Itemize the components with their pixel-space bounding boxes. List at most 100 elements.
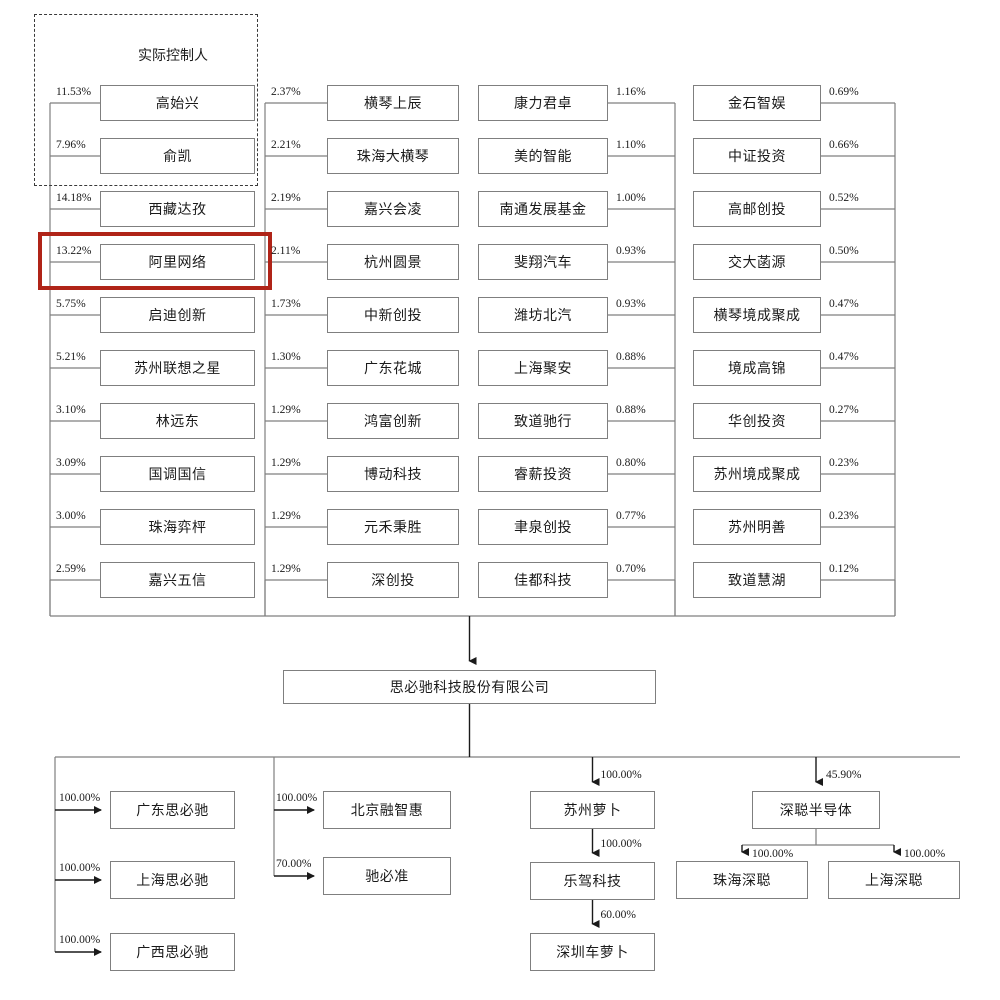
shareholder-3-1-percent: 1.16% xyxy=(616,86,646,98)
shareholder-1-1-percent: 11.53% xyxy=(56,86,92,98)
shareholder-2-3-percent: 2.19% xyxy=(271,192,301,204)
shareholder-1-5-box: 启迪创新 xyxy=(100,297,255,333)
subsidiary-c-3-percent: 60.00% xyxy=(600,909,636,921)
shareholder-3-8-percent: 0.80% xyxy=(616,457,646,469)
shareholder-1-8-percent: 3.09% xyxy=(56,457,86,469)
shareholder-4-10-box: 致道慧湖 xyxy=(693,562,821,598)
shareholder-4-6-box: 境成高锦 xyxy=(693,350,821,386)
shareholder-1-9-percent: 3.00% xyxy=(56,510,86,522)
shareholder-4-9-percent: 0.23% xyxy=(829,510,859,522)
subsidiary-a-1-percent: 100.00% xyxy=(59,792,101,804)
actual-controller-group-label: 实际控制人 xyxy=(138,48,208,64)
shareholder-3-1-box: 康力君卓 xyxy=(478,85,608,121)
shareholder-2-2-percent: 2.21% xyxy=(271,139,301,151)
shareholder-3-7-percent: 0.88% xyxy=(616,404,646,416)
subsidiary-a-1-box: 广东思必驰 xyxy=(110,791,235,829)
subsidiary-b-1-box: 北京融智惠 xyxy=(323,791,451,829)
shareholder-1-10-box: 嘉兴五信 xyxy=(100,562,255,598)
subsidiary-c-2-percent: 100.00% xyxy=(600,838,642,850)
shareholder-4-6-percent: 0.47% xyxy=(829,351,859,363)
shareholder-1-9-box: 珠海弈枰 xyxy=(100,509,255,545)
shareholder-3-8-box: 睿薪投资 xyxy=(478,456,608,492)
actual-controller-group-box xyxy=(34,14,258,186)
shareholder-2-5-box: 中新创投 xyxy=(327,297,459,333)
subsidiary-c-1-percent: 100.00% xyxy=(600,769,642,781)
shareholder-3-6-percent: 0.88% xyxy=(616,351,646,363)
subsidiary-d-child-1-percent: 100.00% xyxy=(752,848,794,860)
shareholder-4-10-percent: 0.12% xyxy=(829,563,859,575)
shareholder-2-8-box: 博动科技 xyxy=(327,456,459,492)
subsidiary-a-2-box: 上海思必驰 xyxy=(110,861,235,899)
shareholder-1-2-percent: 7.96% xyxy=(56,139,86,151)
shareholder-3-3-percent: 1.00% xyxy=(616,192,646,204)
subsidiary-c-2-box: 乐驾科技 xyxy=(530,862,655,900)
shareholder-2-8-percent: 1.29% xyxy=(271,457,301,469)
shareholder-1-5-percent: 5.75% xyxy=(56,298,86,310)
subsidiary-d-parent-percent: 45.90% xyxy=(826,769,862,781)
shareholder-3-2-box: 美的智能 xyxy=(478,138,608,174)
shareholder-4-8-percent: 0.23% xyxy=(829,457,859,469)
shareholder-2-1-percent: 2.37% xyxy=(271,86,301,98)
shareholder-3-2-percent: 1.10% xyxy=(616,139,646,151)
shareholder-1-6-box: 苏州联想之星 xyxy=(100,350,255,386)
shareholder-3-7-box: 致道驰行 xyxy=(478,403,608,439)
shareholder-4-1-box: 金石智娱 xyxy=(693,85,821,121)
shareholder-3-9-percent: 0.77% xyxy=(616,510,646,522)
subsidiary-a-3-percent: 100.00% xyxy=(59,934,101,946)
shareholder-2-7-percent: 1.29% xyxy=(271,404,301,416)
shareholder-1-4-percent: 13.22% xyxy=(56,245,92,257)
shareholder-3-4-percent: 0.93% xyxy=(616,245,646,257)
shareholder-1-8-box: 国调国信 xyxy=(100,456,255,492)
shareholder-2-1-box: 横琴上辰 xyxy=(327,85,459,121)
subsidiary-d-parent-box: 深聪半导体 xyxy=(752,791,880,829)
shareholder-1-7-percent: 3.10% xyxy=(56,404,86,416)
shareholder-3-3-box: 南通发展基金 xyxy=(478,191,608,227)
subsidiary-c-3-box: 深圳车萝卜 xyxy=(530,933,655,971)
main-company-box: 思必驰科技股份有限公司 xyxy=(283,670,656,704)
shareholder-2-9-percent: 1.29% xyxy=(271,510,301,522)
subsidiary-a-2-percent: 100.00% xyxy=(59,862,101,874)
subsidiary-a-3-box: 广西思必驰 xyxy=(110,933,235,971)
shareholder-3-5-percent: 0.93% xyxy=(616,298,646,310)
shareholder-4-7-percent: 0.27% xyxy=(829,404,859,416)
shareholder-2-5-percent: 1.73% xyxy=(271,298,301,310)
shareholder-2-4-box: 杭州圆景 xyxy=(327,244,459,280)
subsidiary-b-2-percent: 70.00% xyxy=(276,858,312,870)
shareholder-4-4-percent: 0.50% xyxy=(829,245,859,257)
shareholder-2-7-box: 鸿富创新 xyxy=(327,403,459,439)
shareholder-4-5-percent: 0.47% xyxy=(829,298,859,310)
shareholder-4-2-box: 中证投资 xyxy=(693,138,821,174)
shareholder-4-4-box: 交大菡源 xyxy=(693,244,821,280)
shareholder-2-3-box: 嘉兴会凌 xyxy=(327,191,459,227)
shareholder-3-9-box: 聿泉创投 xyxy=(478,509,608,545)
shareholder-3-10-box: 佳都科技 xyxy=(478,562,608,598)
shareholder-1-10-percent: 2.59% xyxy=(56,563,86,575)
shareholder-4-1-percent: 0.69% xyxy=(829,86,859,98)
shareholder-4-7-box: 华创投资 xyxy=(693,403,821,439)
shareholder-1-1-box: 高始兴 xyxy=(100,85,255,121)
shareholder-3-5-box: 潍坊北汽 xyxy=(478,297,608,333)
subsidiary-d-child-2-box: 上海深聪 xyxy=(828,861,960,899)
shareholder-1-2-box: 俞凯 xyxy=(100,138,255,174)
shareholder-4-2-percent: 0.66% xyxy=(829,139,859,151)
shareholder-4-3-percent: 0.52% xyxy=(829,192,859,204)
shareholder-2-10-box: 深创投 xyxy=(327,562,459,598)
shareholder-2-6-percent: 1.30% xyxy=(271,351,301,363)
subsidiary-d-child-2-percent: 100.00% xyxy=(904,848,946,860)
subsidiary-b-2-box: 驰必准 xyxy=(323,857,451,895)
shareholder-2-6-box: 广东花城 xyxy=(327,350,459,386)
shareholder-3-10-percent: 0.70% xyxy=(616,563,646,575)
shareholder-3-4-box: 斐翔汽车 xyxy=(478,244,608,280)
shareholder-1-4-box: 阿里网络 xyxy=(100,244,255,280)
shareholder-1-7-box: 林远东 xyxy=(100,403,255,439)
shareholder-2-2-box: 珠海大横琴 xyxy=(327,138,459,174)
alibaba-network-highlight-box xyxy=(38,232,272,290)
shareholder-4-5-box: 横琴境成聚成 xyxy=(693,297,821,333)
shareholder-4-8-box: 苏州境成聚成 xyxy=(693,456,821,492)
shareholder-3-6-box: 上海聚安 xyxy=(478,350,608,386)
shareholder-4-3-box: 高邮创投 xyxy=(693,191,821,227)
subsidiary-c-1-box: 苏州萝卜 xyxy=(530,791,655,829)
shareholder-2-4-percent: 2.11% xyxy=(271,245,301,257)
shareholder-1-6-percent: 5.21% xyxy=(56,351,86,363)
